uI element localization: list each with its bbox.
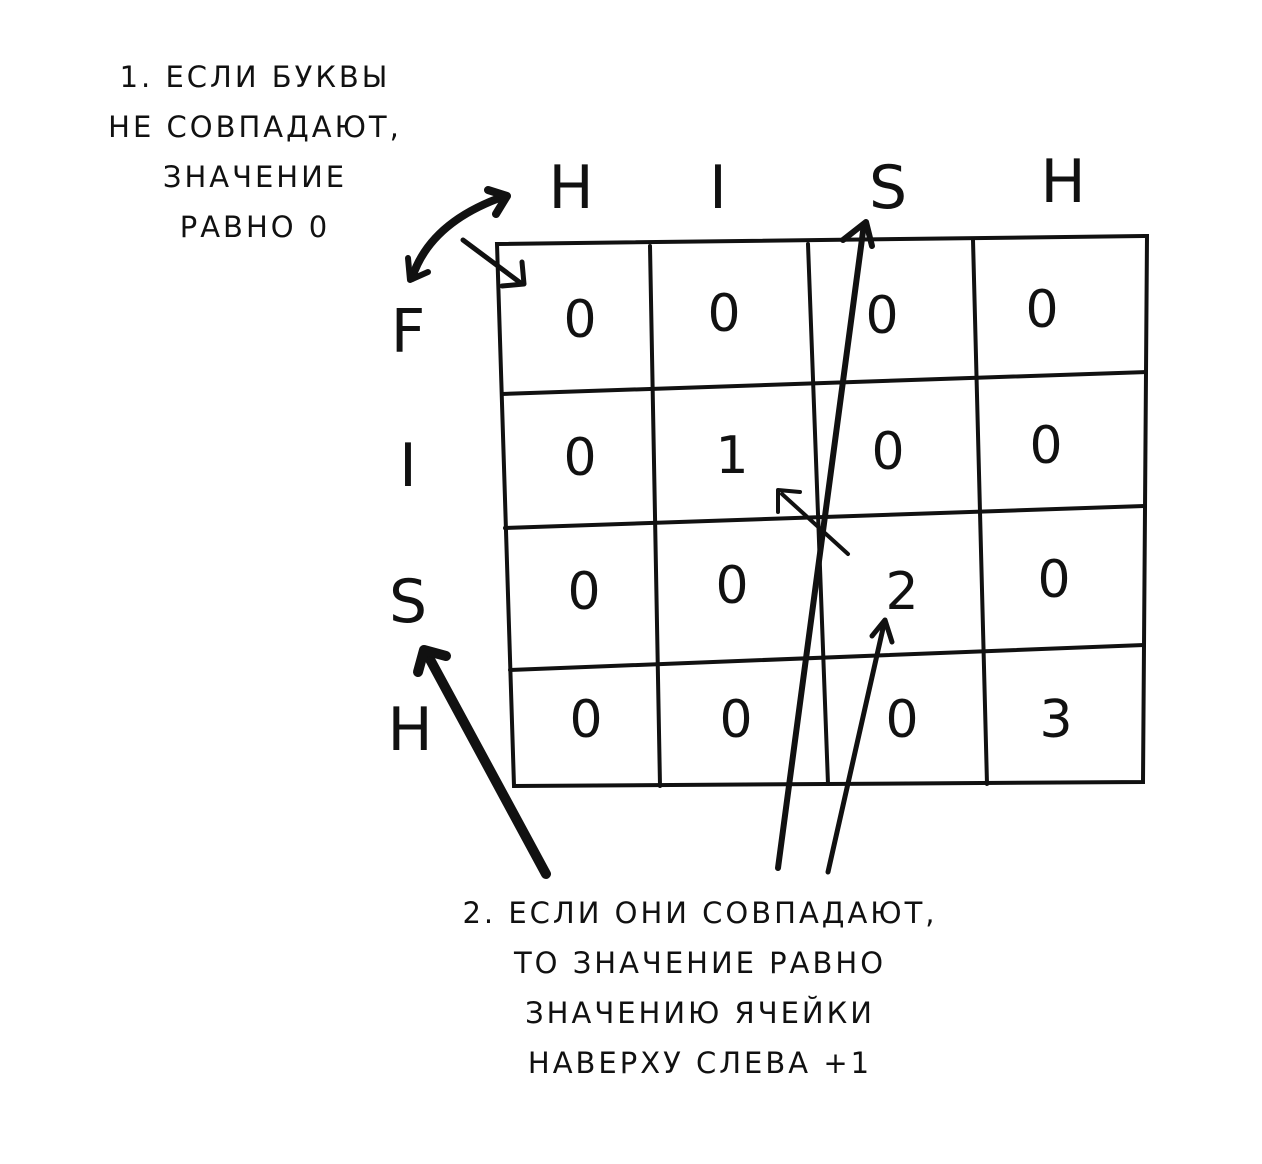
grid-cell: 1: [715, 426, 749, 486]
column-header: H: [548, 153, 594, 223]
grid-cell: 2: [885, 562, 919, 622]
grid-cell: 3: [1039, 690, 1073, 750]
column-header: I: [709, 153, 727, 223]
grid-border: [494, 233, 1150, 789]
double-arrow-icon: [405, 186, 527, 289]
row-header: F: [390, 297, 426, 367]
grid-cell: 0: [563, 290, 597, 350]
rule-1-line: ЗНАЧЕНИЕ: [162, 160, 348, 194]
grid-lines: [494, 233, 1150, 789]
grid-cell: 0: [865, 286, 899, 346]
row-header: I: [399, 431, 417, 501]
rule-1-line: 1. ЕСЛИ БУКВЫ: [119, 60, 391, 94]
grid-cell: 0: [885, 690, 919, 750]
grid-cell: 0: [1037, 550, 1071, 610]
rule-1-line: НЕ СОВПАДАЮТ,: [108, 110, 402, 144]
rule-2-line: ЗНАЧЕНИЮ ЯЧЕЙКИ: [525, 996, 875, 1030]
arrow-to-value-2-icon: [825, 617, 895, 875]
grid-cell: 0: [707, 284, 741, 344]
rule-1-line: РАВНО 0: [179, 210, 331, 244]
grid-col-line: [648, 244, 662, 788]
grid-cell: 0: [1029, 416, 1063, 476]
arrow-to-row-s-icon: [413, 645, 551, 879]
grid-cell: 0: [715, 556, 749, 616]
rule-2-line: НАВЕРХУ СЛЕВА +1: [527, 1046, 873, 1080]
grid-cell: 0: [871, 422, 905, 482]
row-header: H: [387, 695, 433, 765]
grid-cell: 0: [563, 428, 597, 488]
grid-cell: 0: [567, 562, 601, 622]
grid-col-line: [806, 242, 830, 786]
grid-cell: 0: [569, 690, 603, 750]
arrow-to-value-1-icon: [776, 488, 850, 556]
rule-2-note: 2. ЕСЛИ ОНИ СОВПАДАЮТ, ТО ЗНАЧЕНИЕ РАВНО…: [400, 888, 1000, 1088]
grid-cell: 0: [719, 690, 753, 750]
column-header: S: [868, 153, 908, 223]
grid-row-line: [508, 643, 1146, 672]
grid-row-line: [500, 370, 1148, 396]
arrow-to-column-s-icon: [775, 219, 875, 871]
rule-2-line: 2. ЕСЛИ ОНИ СОВПАДАЮТ,: [462, 896, 938, 930]
rule-1-note: 1. ЕСЛИ БУКВЫ НЕ СОВПАДАЮТ, ЗНАЧЕНИЕ РАВ…: [60, 52, 450, 252]
grid-col-line: [971, 238, 989, 786]
grid-cell: 0: [1025, 280, 1059, 340]
rule-2-line: ТО ЗНАЧЕНИЕ РАВНО: [513, 946, 887, 980]
column-header: H: [1040, 147, 1086, 217]
row-header: S: [388, 567, 428, 637]
